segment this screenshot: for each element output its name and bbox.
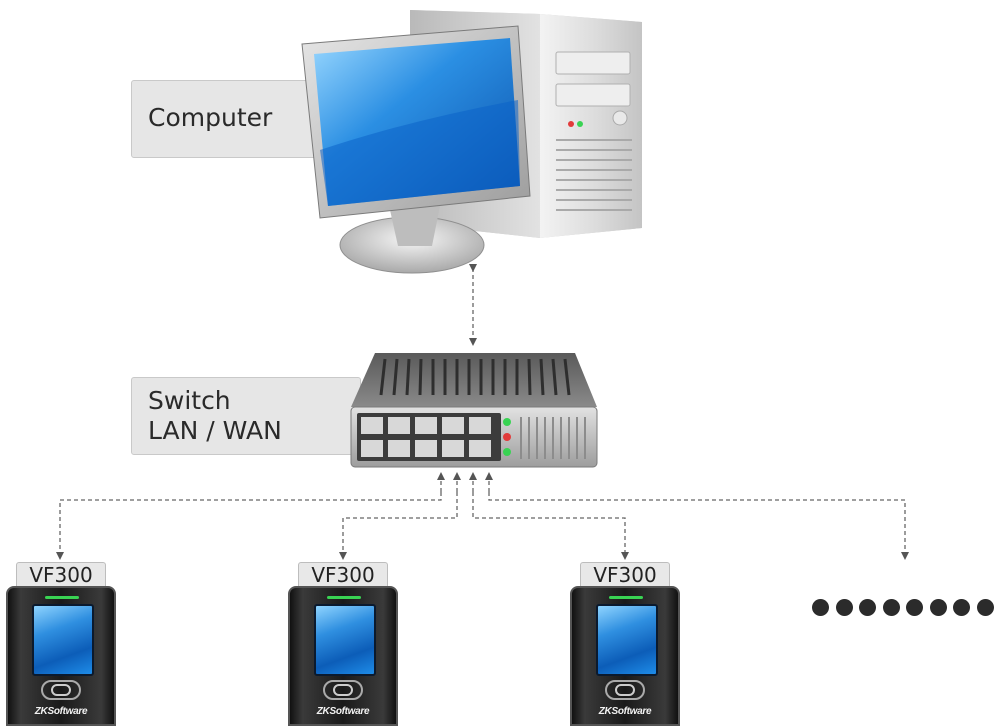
link-device-more xyxy=(488,492,909,560)
link-device-2 xyxy=(339,492,458,560)
ellipsis-dot xyxy=(976,599,994,616)
brand-label: ZKSoftware xyxy=(598,706,652,717)
device-screen xyxy=(32,604,94,676)
device-model-label: VF300 xyxy=(580,562,670,587)
computer-icon xyxy=(301,10,642,274)
ellipsis-dot xyxy=(859,599,876,616)
ellipsis-dot xyxy=(929,599,947,616)
device-screen xyxy=(596,604,658,676)
brand-label: ZKSoftware xyxy=(316,706,370,717)
ellipsis-dot xyxy=(882,599,900,616)
brand-label: ZKSoftware xyxy=(34,706,88,717)
switch-icon xyxy=(350,353,598,468)
terminal-device-icon: ZKSoftware xyxy=(570,586,680,726)
computer-label: Computer xyxy=(131,80,331,158)
ellipsis-dot xyxy=(906,599,923,616)
device-3: VF300 ZKSoftware xyxy=(570,560,680,726)
fingerprint-sensor-icon xyxy=(41,680,81,700)
status-led xyxy=(609,596,643,599)
switch-label-line1: Switch xyxy=(148,386,231,415)
terminal-device-icon: ZKSoftware xyxy=(288,586,398,726)
link-device-3 xyxy=(472,492,629,560)
device-model-label: VF300 xyxy=(298,562,388,587)
switch-label-line2: LAN / WAN xyxy=(148,416,282,445)
terminal-device-icon: ZKSoftware xyxy=(6,586,116,726)
computer-label-text: Computer xyxy=(148,103,273,132)
ellipsis-dot xyxy=(812,599,829,616)
status-led xyxy=(45,596,79,599)
device-model-label: VF300 xyxy=(16,562,106,587)
device-2: VF300 ZKSoftware xyxy=(288,560,398,726)
switch-label: Switch LAN / WAN xyxy=(131,377,361,455)
ellipsis-dot xyxy=(953,599,970,616)
status-led xyxy=(327,596,361,599)
fingerprint-sensor-icon xyxy=(323,680,363,700)
ellipsis-dot xyxy=(835,599,853,616)
fingerprint-sensor-icon xyxy=(605,680,645,700)
device-screen xyxy=(314,604,376,676)
device-1: VF300 ZKSoftware xyxy=(6,560,116,726)
link-device-1 xyxy=(56,492,442,560)
